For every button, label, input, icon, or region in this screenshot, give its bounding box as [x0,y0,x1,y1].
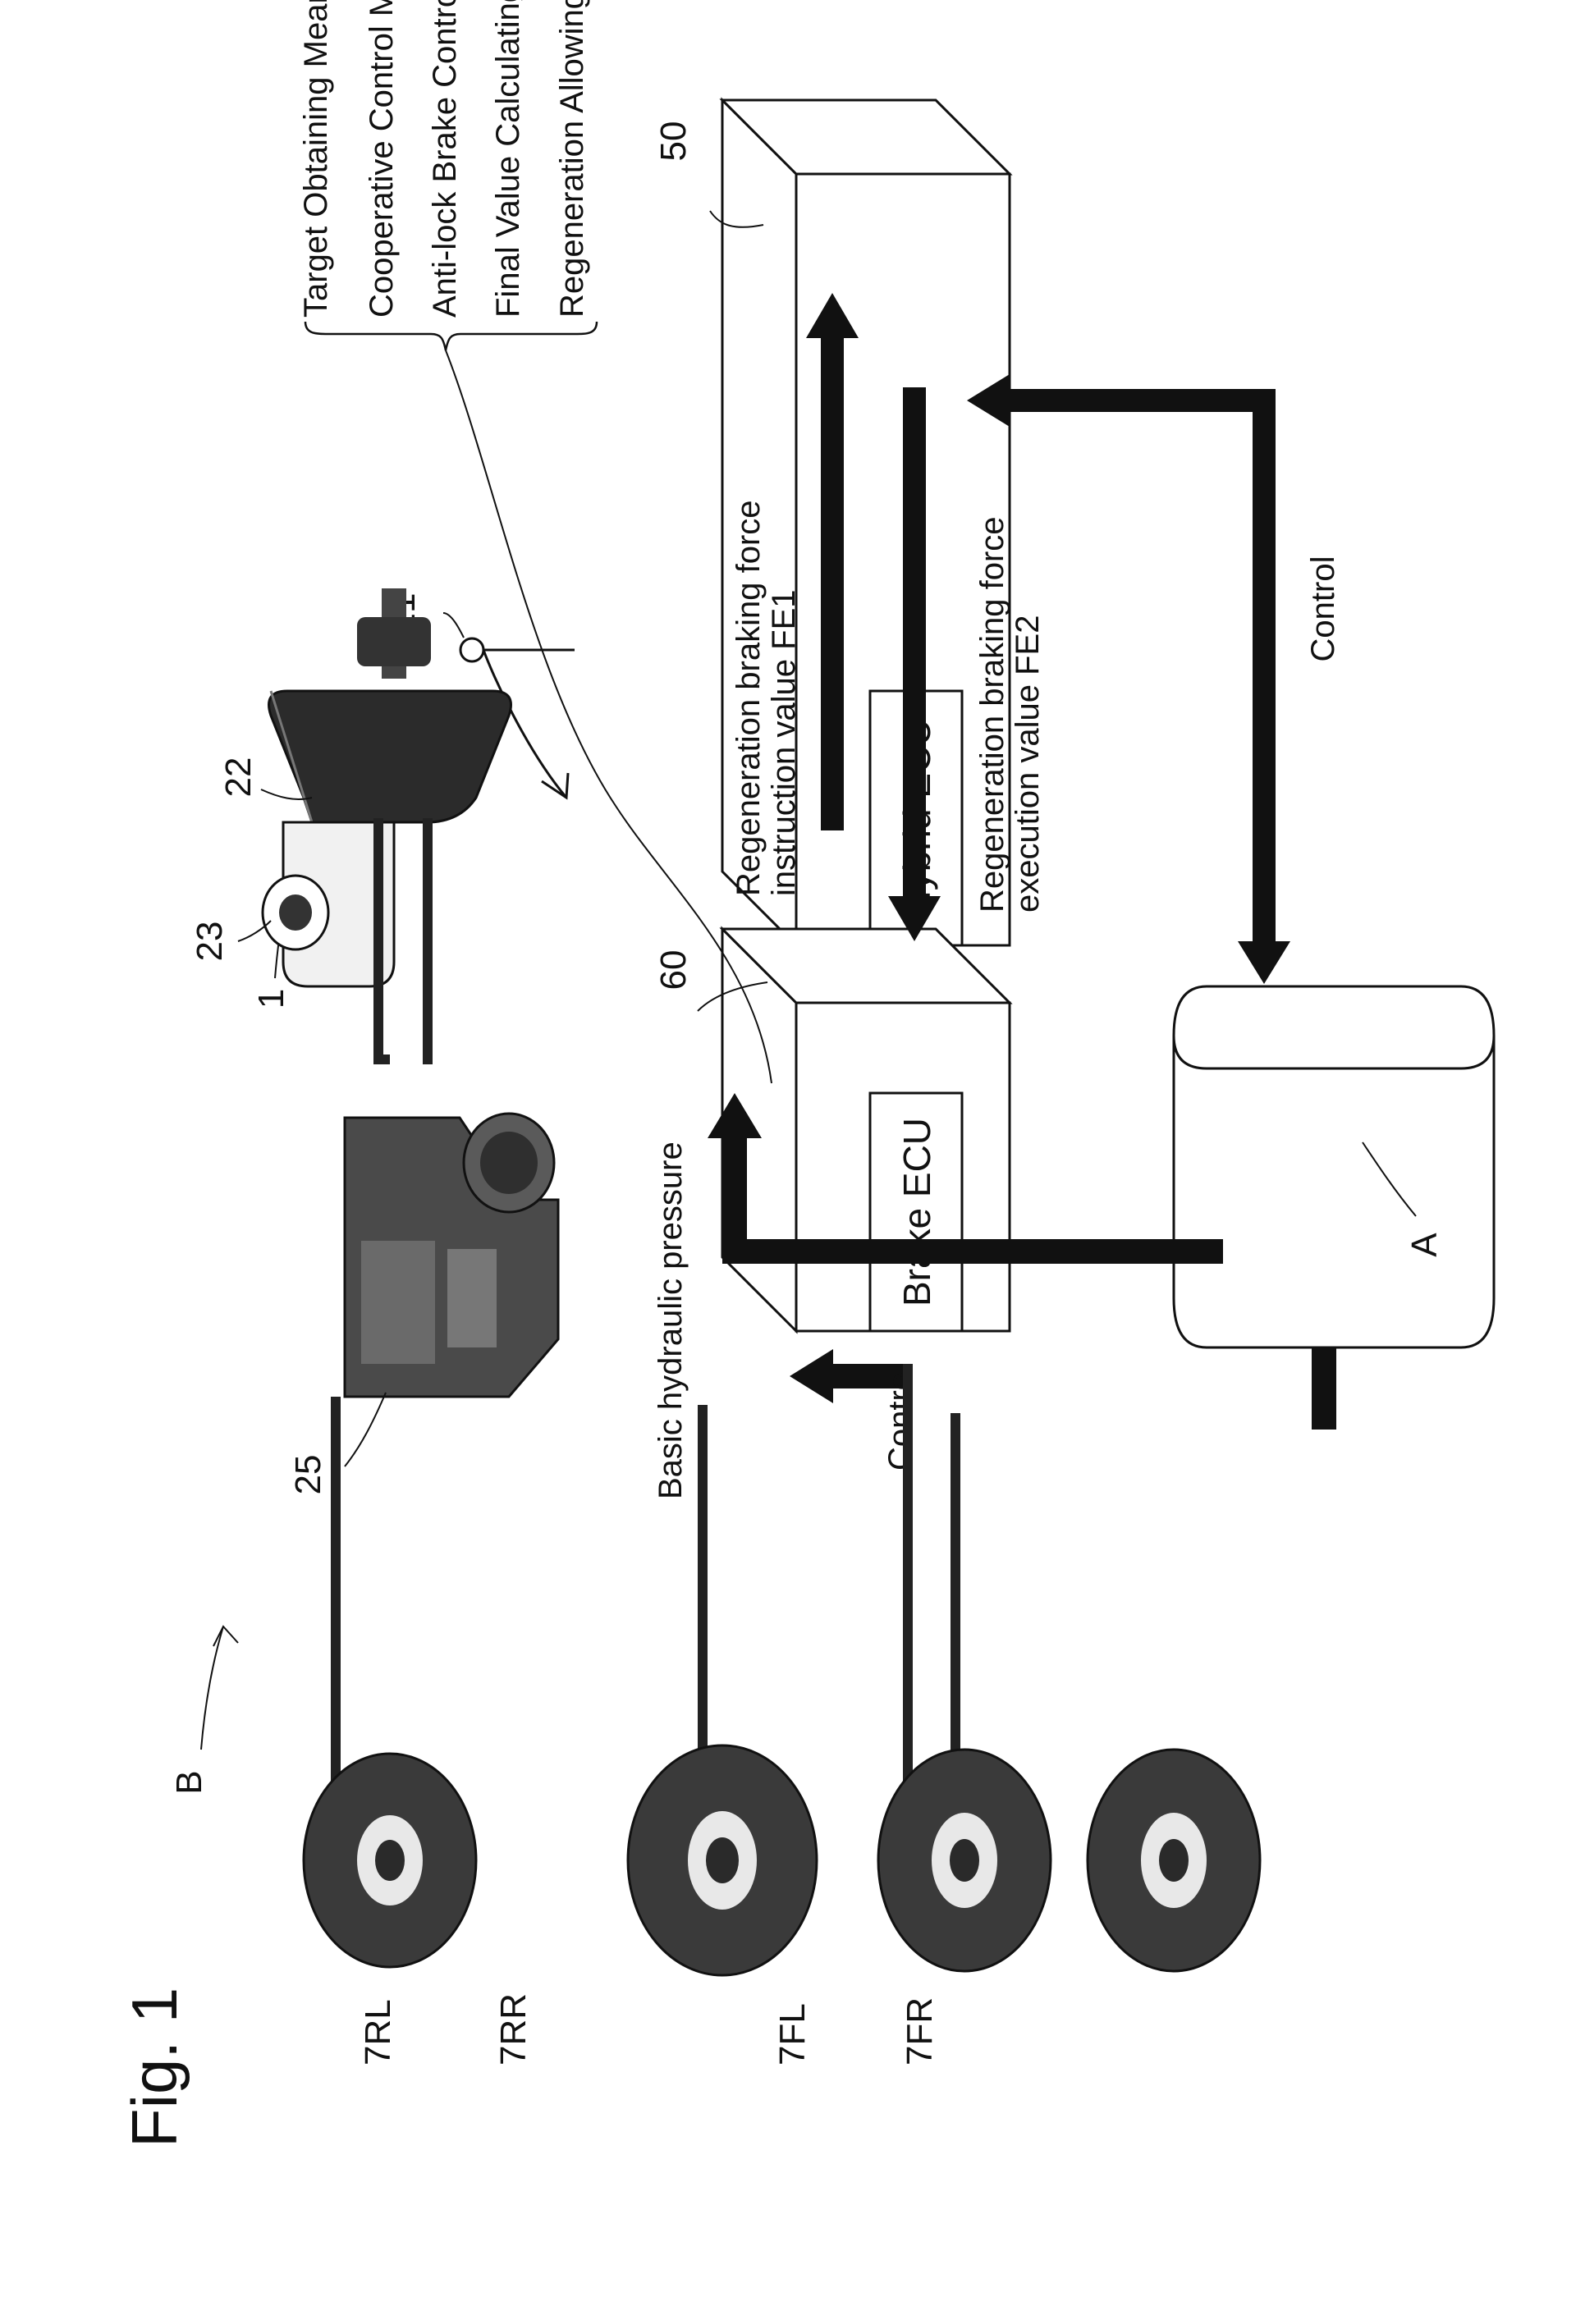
wheel-brake-7fl [878,1750,1051,1971]
hybrid-ecu-ref: 50 [653,121,694,162]
means-item: Anti-lock Brake Control Means 63 [427,0,463,318]
engine-shaft [1312,1347,1336,1430]
engine-cylinder [1174,986,1494,1347]
fe1-label: Regeneration braking force [731,500,767,896]
wheel-label-7rr: 7RR [493,1993,534,2066]
control-label-hybrid: Control [1305,556,1341,662]
wheel-label-7fr: 7FR [900,1997,940,2066]
booster-ref: 22 [218,757,259,798]
actuator-ref: 25 [288,1455,328,1495]
system-ref: 1 [251,989,291,1009]
fe2-label: Regeneration braking force [974,516,1010,913]
brake-unit-ref: B [169,1770,209,1794]
wheel-brake-7fr [1088,1750,1260,1971]
figure-title: Fig. 1 [118,1988,190,2148]
brake-booster [269,588,511,822]
hydraulic-line [373,818,383,1064]
basic-pressure-label: Basic hydraulic pressure [653,1141,689,1499]
brake-ecu-ref: 60 [653,950,694,990]
means-item: Target Obtaining Means 61 [298,0,334,318]
control-label-brake: Control [882,1365,918,1471]
wheel-label-7fl: 7FL [772,2003,813,2066]
hydraulic-line [423,818,433,1064]
hydraulic-actuator [345,1114,558,1397]
means-list: Target Obtaining Means 61 Cooperative Co… [298,0,590,318]
wheel-brake-7rl [304,1754,476,1967]
wheel-label-7rl: 7RL [358,1999,398,2066]
brake-ecu-label: Brake ECU [896,1118,938,1306]
fe2-label: execution value FE2 [1010,615,1046,913]
means-item: Regeneration Allowing Means 65 [554,0,590,318]
means-item: Final Value Calculating Means 64 [490,0,526,318]
brake-ecu-box: Brake ECU [722,929,1010,1331]
wheel-brake-7rr [628,1745,817,1975]
engine-ref: A [1404,1233,1445,1257]
means-item: Cooperative Control Means 62 [364,0,400,318]
fe1-label: instruction value FE1 [766,589,802,896]
master-cylinder-ref: 23 [190,922,230,962]
means-brace [305,322,597,350]
